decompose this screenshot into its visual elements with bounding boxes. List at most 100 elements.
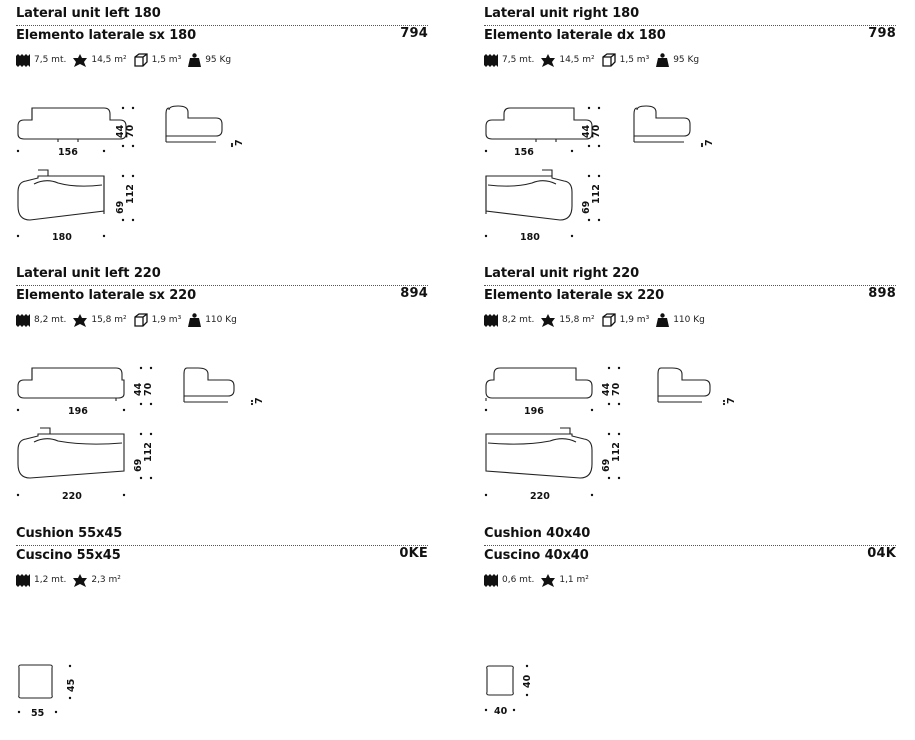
fabric-spec: 7,5 mt.: [16, 53, 67, 67]
dim-height: 40: [522, 674, 533, 688]
fabric-value: 8,2 mt.: [502, 315, 535, 325]
cushion-drawing: 40 40: [484, 664, 533, 717]
product-title-it: Elemento laterale sx 220: [484, 288, 665, 303]
weight-value: 110 Kg: [673, 315, 705, 325]
unit-drawing: 196 44 70 7 220 69 112: [484, 366, 737, 502]
dim-top-width: 180: [520, 232, 540, 243]
spec-row: 8,2 mt. 15,8 m² 1,9 m³ 110 Kg: [484, 312, 712, 328]
fabric-value: 0,6 mt.: [502, 575, 535, 585]
side-view: [485, 367, 593, 401]
leather-icon: [73, 573, 88, 587]
weight-value: 110 Kg: [205, 315, 237, 325]
fabric-value: 7,5 mt.: [34, 55, 67, 65]
volume-icon: [133, 313, 148, 327]
product-title-en: Lateral unit right 180: [484, 6, 640, 21]
volume-icon: [601, 53, 616, 67]
leather-value: 14,5 m²: [559, 55, 595, 65]
fabric-value: 1,2 mt.: [34, 575, 67, 585]
front-view: [633, 105, 691, 143]
product-title-en: Lateral unit left 180: [16, 6, 161, 21]
dim-back-height: 70: [125, 124, 136, 138]
weight-spec: 110 Kg: [656, 313, 705, 327]
dim-back-height: 70: [591, 124, 602, 138]
weight-icon: [656, 53, 670, 67]
volume-value: 1,5 m³: [619, 55, 650, 65]
dotted-divider: [16, 25, 428, 26]
fabric-value: 8,2 mt.: [34, 315, 67, 325]
cushion-outline: [18, 664, 53, 699]
dim-back-height: 70: [611, 382, 622, 396]
leather-value: 1,1 m²: [559, 575, 589, 585]
dim-seat-depth: 69: [581, 201, 592, 214]
weight-icon: [188, 53, 202, 67]
product-lateral-left-180: Lateral unit left 180 Elemento laterale …: [16, 6, 428, 256]
dim-width: 55: [31, 708, 44, 719]
leather-value: 15,8 m²: [91, 315, 127, 325]
side-view: [485, 107, 593, 142]
product-title-it: Elemento laterale sx 180: [16, 28, 197, 43]
fabric-value: 7,5 mt.: [502, 55, 535, 65]
product-code: 0KE: [399, 546, 428, 561]
leather-icon: [541, 313, 556, 327]
weight-value: 95 Kg: [205, 55, 232, 65]
product-lateral-right-220: Lateral unit right 220 Elemento laterale…: [484, 266, 896, 516]
top-view: [17, 427, 125, 479]
dim-top-width: 220: [530, 491, 550, 502]
leather-value: 15,8 m²: [559, 315, 595, 325]
fabric-icon: [16, 573, 30, 587]
dim-foot: 7: [254, 397, 265, 404]
dim-top-width: 220: [62, 491, 82, 502]
unit-drawing: 156 44 70 7 180 69 112: [16, 105, 245, 243]
product-code: 794: [400, 26, 428, 41]
dim-seat-depth: 69: [115, 201, 126, 214]
dim-side-width: 196: [524, 406, 544, 417]
front-view: [165, 105, 223, 143]
spec-row: 0,6 mt. 1,1 m²: [484, 572, 596, 588]
dim-top-width: 180: [52, 232, 72, 243]
weight-spec: 95 Kg: [656, 53, 699, 67]
dim-seat-height: 44: [581, 124, 592, 138]
cushion-drawing: 55 45: [17, 664, 77, 719]
side-view: [17, 367, 125, 401]
fabric-spec: 8,2 mt.: [16, 313, 67, 327]
volume-spec: 1,9 m³: [133, 313, 182, 327]
dim-side-width: 156: [58, 147, 78, 158]
product-title-en: Lateral unit left 220: [16, 266, 161, 281]
top-view: [17, 169, 105, 221]
product-title-it: Elemento laterale sx 220: [16, 288, 197, 303]
fabric-icon: [484, 53, 498, 67]
leather-spec: 14,5 m²: [541, 53, 595, 67]
dim-foot: 7: [726, 397, 737, 404]
fabric-icon: [484, 313, 498, 327]
volume-value: 1,9 m³: [151, 315, 182, 325]
cushion-outline: [486, 665, 514, 696]
leather-spec: 15,8 m²: [541, 313, 595, 327]
product-title-en: Cushion 40x40: [484, 526, 591, 541]
product-code: 04K: [867, 546, 896, 561]
dim-seat-depth: 69: [133, 459, 144, 472]
spec-row: 1,2 mt. 2,3 m²: [16, 572, 128, 588]
spec-row: 7,5 mt. 14,5 m² 1,5 m³ 95 Kg: [16, 52, 238, 68]
leather-icon: [541, 573, 556, 587]
dim-seat-depth: 69: [601, 459, 612, 472]
weight-value: 95 Kg: [673, 55, 700, 65]
unit-drawing: 156 44 70 7 180 69 112: [484, 105, 715, 243]
product-title-en: Lateral unit right 220: [484, 266, 640, 281]
dim-foot: 7: [704, 139, 715, 146]
product-cushion-40x40: Cushion 40x40 Cuscino 40x40 04K 0,6 mt. …: [484, 526, 896, 736]
weight-icon: [188, 313, 202, 327]
product-lateral-left-220: Lateral unit left 220 Elemento laterale …: [16, 266, 428, 516]
leather-spec: 1,1 m²: [541, 573, 589, 587]
volume-spec: 1,5 m³: [601, 53, 650, 67]
leather-spec: 2,3 m²: [73, 573, 121, 587]
unit-drawing: 196 44 70 7 220 69 112: [16, 366, 265, 502]
dim-depth: 112: [125, 184, 136, 204]
product-title-it: Elemento laterale dx 180: [484, 28, 666, 43]
dim-seat-height: 44: [601, 382, 612, 396]
front-view: [183, 367, 235, 403]
dim-depth: 112: [143, 442, 154, 462]
volume-value: 1,9 m³: [619, 315, 650, 325]
leather-value: 2,3 m²: [91, 575, 121, 585]
dim-depth: 112: [611, 442, 622, 462]
weight-icon: [656, 313, 670, 327]
